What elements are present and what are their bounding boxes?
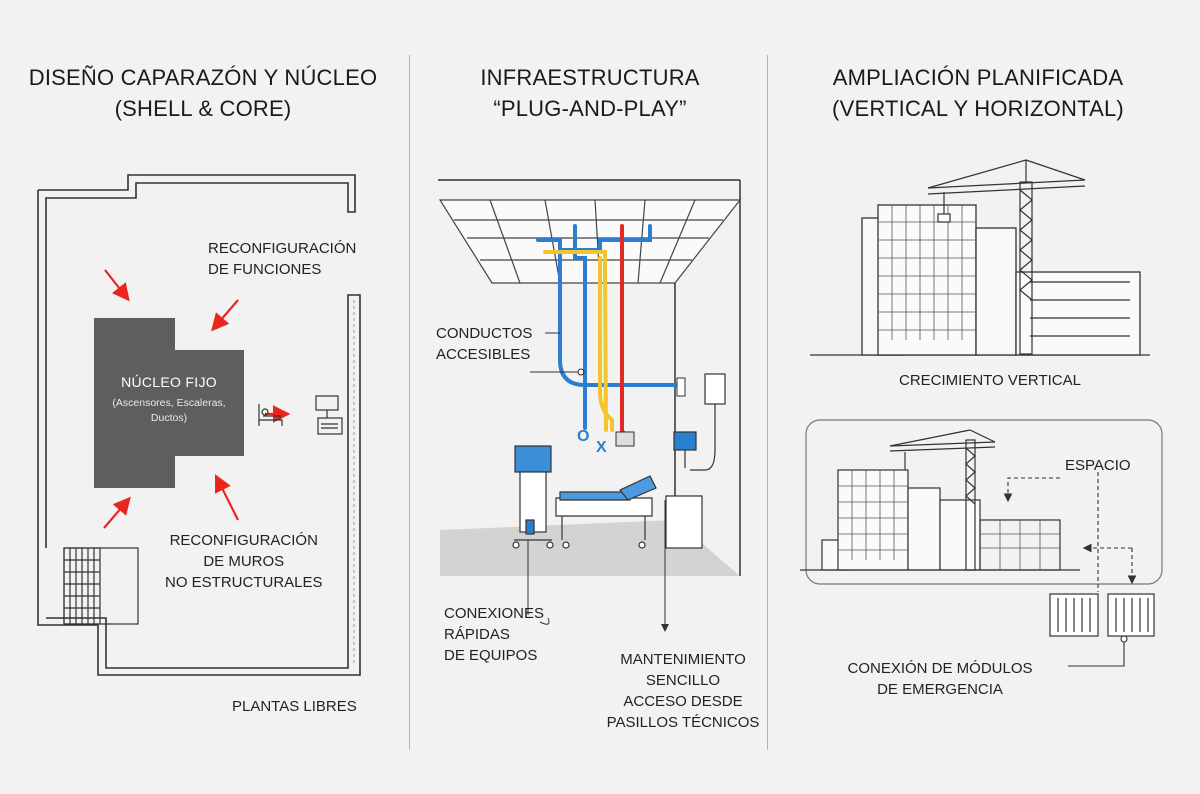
label-conexiones-rapidas: CONEXIONES RÁPIDAS DE EQUIPOS — [444, 605, 545, 664]
wall-panel — [704, 373, 726, 405]
core-label: NÚCLEO FIJO (Ascensores, Escaleras, Duct… — [94, 318, 244, 488]
column-divider-left — [409, 55, 410, 750]
core-block — [94, 318, 244, 488]
tower-crane-horizontal — [889, 429, 996, 571]
label-conductos-accesibles: CONDUCTOS ACCESIBLES — [436, 325, 533, 363]
column-divider-right — [767, 55, 768, 750]
reconfig-arrows — [103, 269, 291, 529]
expansion-dashed-arrows — [1003, 472, 1137, 592]
room-shell — [438, 179, 741, 576]
core-title: NÚCLEO FIJO — [121, 374, 217, 390]
label-plantas-libres: PLANTAS LIBRES — [232, 698, 357, 715]
gas-outlet-x-label: X — [596, 439, 607, 456]
floor-plan — [37, 174, 361, 676]
label-reconfiguracion-muros: RECONFIGURACIÓN DE MUROS NO ESTRUCTURALE… — [165, 532, 323, 591]
gas-outlet — [615, 431, 635, 447]
hospital-bed — [555, 475, 657, 549]
emergency-modules — [1049, 593, 1155, 637]
building-horizontal-windows — [838, 470, 1060, 570]
staircase — [63, 547, 139, 625]
building-vertical — [810, 204, 1150, 356]
equipment-icon — [315, 395, 343, 435]
label-reconfiguracion-funciones: RECONFIGURACIÓN DE FUNCIONES — [208, 240, 357, 278]
label-espacio: ESPACIO — [1065, 457, 1131, 474]
label-conexion-modulos: CONEXIÓN DE MÓDULOS DE EMERGENCIA — [847, 660, 1033, 698]
building-vertical-windows — [878, 205, 976, 340]
panel-title-ampliacion: AMPLIACIÓN PLANIFICADA (VERTICAL Y HORIZ… — [832, 65, 1124, 121]
panel-title-plug-and-play: INFRAESTRUCTURA “PLUG-AND-PLAY” — [480, 65, 700, 121]
side-cabinet — [665, 495, 703, 549]
panel-title-shell-core: DISEÑO CAPARAZÓN Y NÚCLEO (SHELL & CORE) — [28, 65, 378, 121]
equipment-cart — [512, 445, 554, 549]
building-horizontal — [800, 469, 1080, 571]
gas-outlet-o-label: O — [577, 428, 590, 445]
patient-monitor — [673, 431, 697, 468]
tower-crane-vertical — [927, 159, 1086, 355]
horizontal-expansion-frame — [805, 419, 1163, 585]
label-crecimiento-vertical: CRECIMIENTO VERTICAL — [899, 372, 1081, 389]
ceiling-grid — [438, 199, 742, 284]
core-subtitle: (Ascensores, Escaleras, Ductos) — [112, 397, 226, 424]
label-mantenimiento: MANTENIMIENTO SENCILLO ACCESO DESDE PASI… — [606, 651, 760, 731]
bed-icon — [258, 404, 283, 426]
